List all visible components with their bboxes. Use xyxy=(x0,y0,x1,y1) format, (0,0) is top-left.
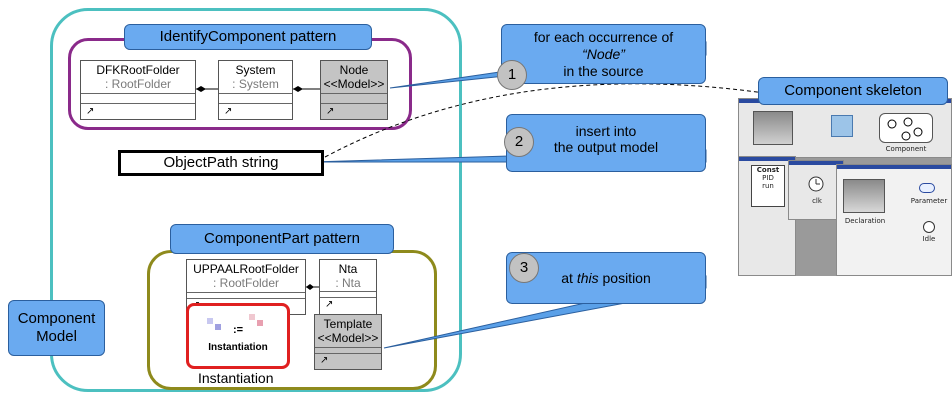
component-model-line2: Model xyxy=(36,328,77,345)
const-label: Const xyxy=(756,166,780,174)
class-system: System: System ↗ xyxy=(218,60,293,120)
class-name: DFKRootFolder xyxy=(96,63,180,77)
clock-icon xyxy=(808,176,824,192)
skeleton-window-decl: Const PID run xyxy=(738,156,796,276)
class-name: UPPAALRootFolder xyxy=(193,262,299,276)
link-icon: ↗ xyxy=(81,103,195,121)
class-name: System xyxy=(235,63,276,77)
step-3-text-2: this xyxy=(576,270,599,286)
step-1-number: 1 xyxy=(497,60,527,90)
step-1-text-3: in the source xyxy=(563,63,644,79)
link-icon: ↗ xyxy=(321,103,387,121)
class-nta: Nta: Nta xyxy=(319,259,377,291)
component-icon xyxy=(831,115,853,137)
link-icon: ↗ xyxy=(315,353,381,369)
component-skeleton-label: Component skeleton xyxy=(758,77,948,105)
component-label: Component xyxy=(885,145,927,153)
class-template: Template<<Model>> ↗ xyxy=(314,314,382,370)
idle-state-icon xyxy=(923,221,935,233)
component-model-region xyxy=(50,8,462,392)
identify-pattern-title: IdentifyComponent pattern xyxy=(124,24,372,50)
declaration-label: Declaration xyxy=(844,217,886,225)
pid-label: PID xyxy=(762,174,774,182)
skeleton-window-front: Declaration Parameter Idle xyxy=(836,164,952,276)
link-icon: ↗ xyxy=(219,103,292,121)
componentpart-pattern-title: ComponentPart pattern xyxy=(170,224,394,254)
component-model-line1: Component xyxy=(17,310,96,327)
instantiation-inner-label: Instantiation xyxy=(208,342,268,353)
step-3-callout: at this position xyxy=(506,252,706,304)
class-node: Node<<Model>> ↗ xyxy=(320,60,388,120)
objectpath-string-box: ObjectPath string xyxy=(118,150,324,176)
step-2-callout: insert into the output model xyxy=(506,114,706,172)
instantiation-caption: Instantiation xyxy=(198,370,274,386)
class-type: : RootFolder xyxy=(104,77,172,91)
step-3-text-3: position xyxy=(598,270,651,286)
skeleton-window-clk: clk xyxy=(788,160,844,220)
component-model-label: Component Model xyxy=(8,300,105,356)
class-nta-body: ↗ xyxy=(319,291,377,315)
clk-label: clk xyxy=(812,197,822,205)
class-type: : System xyxy=(232,77,279,91)
class-name: Nta xyxy=(338,262,358,276)
skeleton-screenshot: Component Const PID run clk Declaration … xyxy=(738,98,952,276)
class-stereotype: <<Model>> xyxy=(323,77,385,91)
run-label: run xyxy=(762,182,774,190)
step-3-number: 3 xyxy=(509,253,539,283)
class-stereotype: <<Model>> xyxy=(317,331,379,345)
step-1-text-1: for each occurrence of xyxy=(533,29,674,45)
parameter-label: Parameter xyxy=(910,197,948,205)
parameter-icon xyxy=(919,183,935,193)
instantiation-box: := Instantiation xyxy=(186,303,290,369)
assign-symbol: := xyxy=(232,324,244,336)
step-1-callout: for each occurrence of “Node” in the sou… xyxy=(501,24,706,84)
skeleton-window-back: Component xyxy=(738,98,952,158)
step-3-text-1: at xyxy=(561,270,577,286)
class-type: : RootFolder xyxy=(212,276,280,290)
class-type: : Nta xyxy=(335,276,361,290)
step-2-number: 2 xyxy=(504,127,534,157)
step-1-text-2: “Node” xyxy=(582,46,625,62)
class-dfkrootfolder: DFKRootFolder: RootFolder ↗ xyxy=(80,60,196,120)
class-name: Node xyxy=(339,63,369,77)
instantiation-icon xyxy=(207,314,263,330)
component-node-icon xyxy=(879,113,933,143)
link-icon: ↗ xyxy=(320,297,376,313)
idle-label: Idle xyxy=(922,235,936,243)
class-name: Template xyxy=(323,317,373,331)
